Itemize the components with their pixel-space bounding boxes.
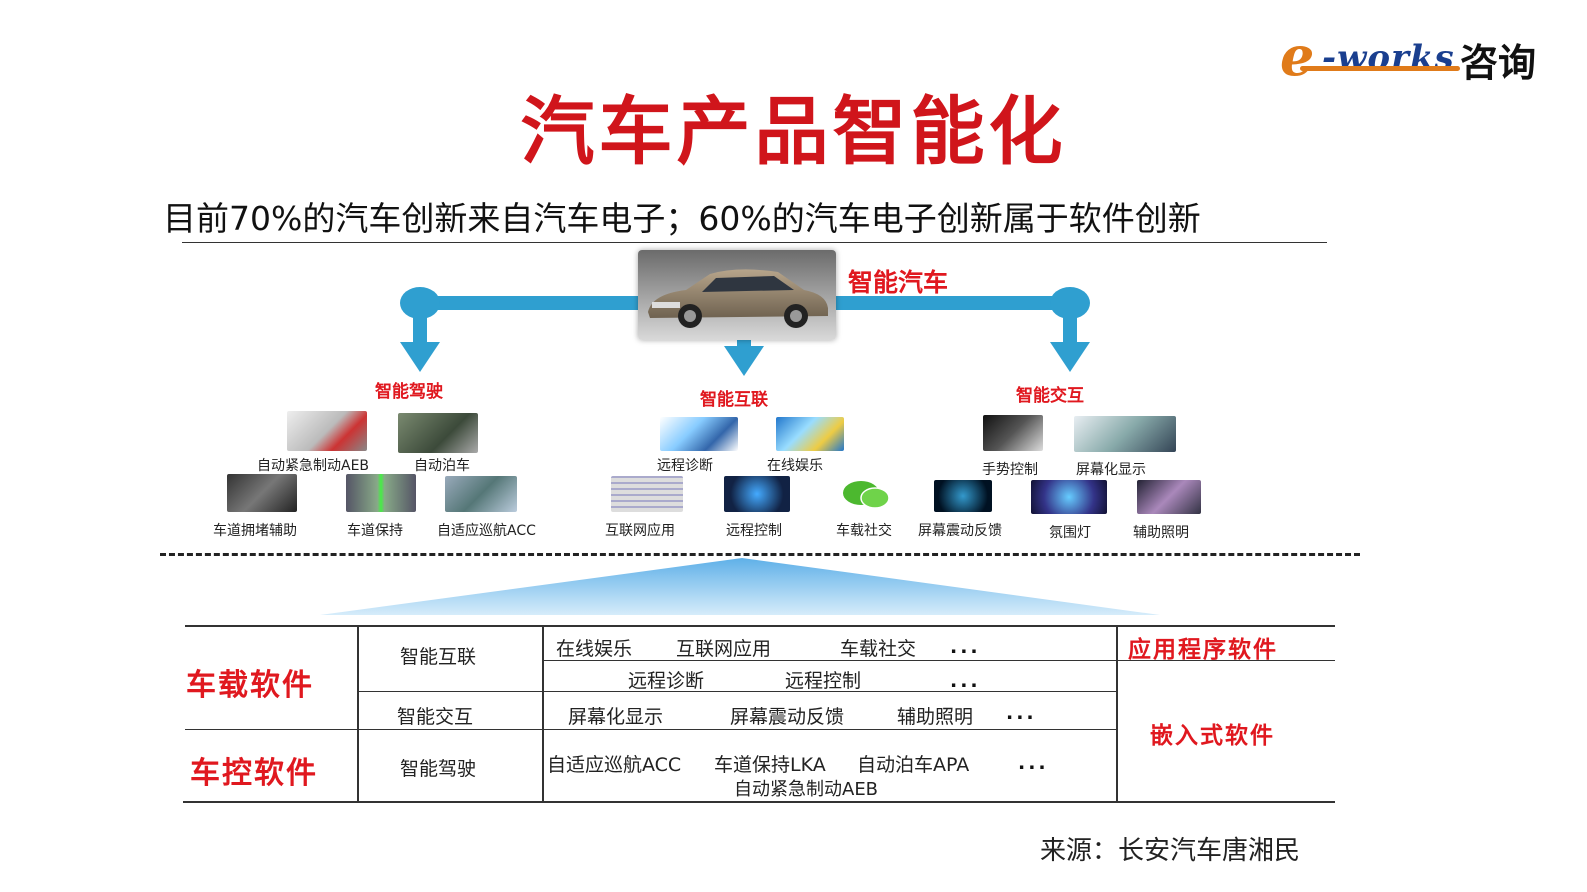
jam-assist-thumbnail	[227, 474, 297, 512]
row-smart-connect: 智能互联	[400, 646, 477, 668]
cell-car-social: 车载社交	[840, 638, 917, 660]
cell-remote-ctrl: 远程控制	[785, 670, 862, 692]
right-node	[1050, 287, 1090, 319]
category-smart-interact: 智能交互	[1016, 386, 1084, 406]
feature-remote-diagnosis: 远程诊断	[657, 458, 713, 474]
left-down-arrow	[400, 342, 440, 372]
feature-internet-app: 互联网应用	[605, 523, 675, 539]
aux-light-thumbnail	[1137, 480, 1201, 514]
cell-r1-more: ...	[950, 636, 981, 658]
upward-flow-triangle	[320, 558, 1160, 615]
eworks-logo: e -works 咨询	[1280, 22, 1570, 88]
subtitle-underline	[182, 242, 1327, 243]
feature-aux-lighting: 辅助照明	[1133, 525, 1189, 541]
parking-thumbnail	[398, 413, 478, 453]
cell-r4-more: ...	[1018, 752, 1049, 774]
lane-keep-thumbnail	[346, 474, 416, 512]
cell-apa: 自动泊车APA	[857, 754, 970, 776]
right-bar	[836, 296, 1070, 310]
feature-gesture-control: 手势控制	[982, 462, 1038, 478]
page-title: 汽车产品智能化	[520, 89, 1067, 175]
table-row-divider-r2	[357, 691, 1117, 692]
haptic-thumbnail	[934, 480, 992, 512]
dashed-divider	[160, 553, 1360, 556]
cell-r2-more: ...	[950, 670, 981, 692]
feature-aeb: 自动紧急制动AEB	[257, 458, 370, 474]
cell-r3-more: ...	[1006, 702, 1037, 724]
remote-ctrl-thumbnail	[724, 476, 790, 512]
center-down-arrow	[724, 346, 764, 376]
cell-aux-light: 辅助照明	[897, 706, 974, 728]
category-smart-connect: 智能互联	[700, 390, 768, 410]
internet-app-thumbnail	[611, 476, 683, 512]
table-col-divider-1	[357, 625, 359, 801]
table-row-divider-r1	[544, 660, 1335, 661]
cell-screen-haptic: 屏幕震动反馈	[730, 706, 845, 728]
category-smart-driving: 智能驾驶	[375, 382, 443, 402]
onboard-software-label: 车载软件	[186, 668, 314, 703]
car-image	[638, 250, 836, 340]
table-row-divider-r3	[185, 729, 1117, 730]
smart-car-label: 智能汽车	[848, 268, 949, 297]
table-top-border	[185, 625, 1335, 627]
source-note: 来源：长安汽车唐湘民	[1040, 836, 1301, 866]
feature-acc: 自适应巡航ACC	[437, 523, 536, 539]
row-smart-drive: 智能驾驶	[400, 758, 477, 780]
feature-remote-control: 远程控制	[726, 523, 782, 539]
cell-aeb: 自动紧急制动AEB	[734, 779, 879, 800]
aeb-thumbnail	[287, 411, 367, 451]
logo-works: -works	[1322, 38, 1455, 78]
feature-auto-parking: 自动泊车	[414, 458, 470, 474]
cell-screen-display: 屏幕化显示	[568, 706, 664, 728]
wechat-icon	[839, 478, 893, 510]
control-software-label: 车控软件	[190, 756, 318, 791]
row-smart-interact: 智能交互	[397, 706, 474, 728]
embedded-software-label: 嵌入式软件	[1150, 723, 1275, 749]
cell-lka: 车道保持LKA	[714, 754, 826, 776]
feature-lane-keep: 车道保持	[347, 523, 403, 539]
feature-online-entertainment: 在线娱乐	[767, 458, 823, 474]
cell-acc: 自适应巡航ACC	[547, 754, 682, 776]
gesture-thumbnail	[983, 415, 1043, 451]
feature-screen-haptic: 屏幕震动反馈	[918, 523, 1002, 539]
screen-display-thumbnail	[1074, 416, 1176, 452]
logo-swoosh	[1300, 66, 1460, 71]
feature-jam-assist: 车道拥堵辅助	[213, 523, 297, 539]
logo-zixun: 咨询	[1460, 41, 1537, 85]
table-bottom-border	[183, 801, 1335, 803]
feature-car-social: 车载社交	[836, 523, 892, 539]
table-col-divider-3	[1116, 625, 1118, 801]
app-software-label: 应用程序软件	[1128, 637, 1278, 663]
feature-ambient-light: 氛围灯	[1049, 525, 1091, 541]
feature-screen-display: 屏幕化显示	[1076, 462, 1146, 478]
left-bar	[420, 296, 638, 310]
right-down-arrow	[1050, 342, 1090, 372]
left-node	[400, 287, 440, 319]
remote-diag-thumbnail	[660, 417, 738, 451]
acc-thumbnail	[445, 476, 517, 512]
ambient-thumbnail	[1031, 480, 1107, 514]
table-col-divider-2	[542, 625, 544, 801]
page-subtitle: 目前70%的汽车创新来自汽车电子；60%的汽车电子创新属于软件创新	[163, 199, 1201, 238]
online-ent-thumbnail	[776, 417, 844, 451]
cell-internet-app: 互联网应用	[676, 638, 772, 660]
cell-remote-diag: 远程诊断	[628, 670, 705, 692]
logo-e: e	[1280, 24, 1315, 88]
cell-online-ent: 在线娱乐	[556, 638, 633, 660]
